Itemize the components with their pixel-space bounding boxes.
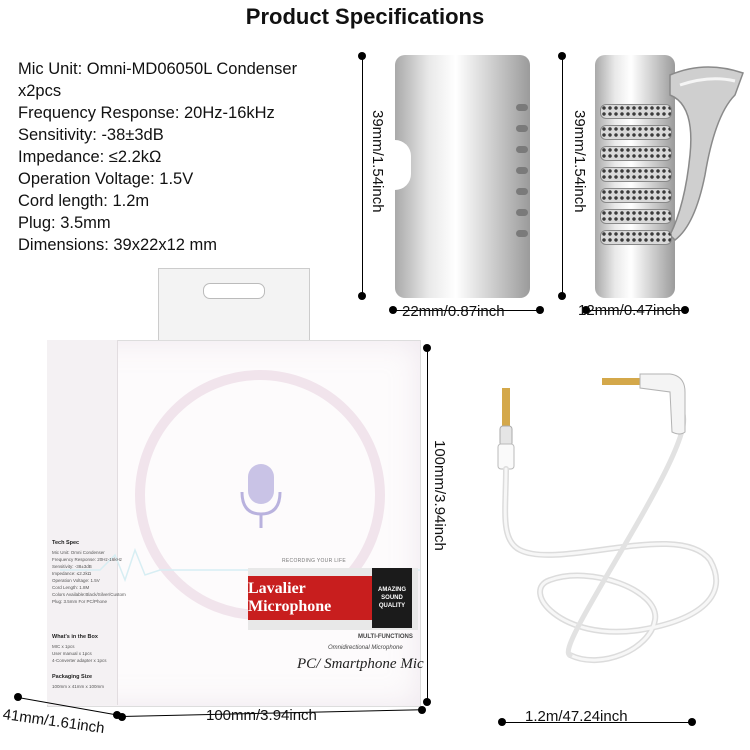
mic-slot [516,104,528,111]
plug-boot [497,443,515,470]
microphone-icon [240,464,282,528]
mic-side-width-label: 12mm/0.47inch [578,302,681,319]
dimension-line [502,722,692,723]
angled-plug-tip [602,378,644,385]
cable-length-label: 1.2m/47.24inch [525,708,628,725]
side-in-box-line: MIC x 1pcs [52,644,75,649]
mic-grille [600,104,672,119]
dimension-dot [113,711,121,719]
dimension-line [427,348,428,702]
mic-grille [600,167,672,182]
mic-slot [516,125,528,132]
mic-front-notch [395,140,411,190]
spec-line: Cord length: 1.2m [18,192,150,210]
mic-grille [600,146,672,161]
side-tech-spec-line: Sensitivity: -38±3dB [52,564,92,569]
dimension-dot [558,292,566,300]
spec-line: Operation Voltage: 1.5V [18,170,194,188]
side-tech-spec-line: Plug: 3.5mm For PC/Phone [52,599,108,604]
mic-slot [516,167,528,174]
mic-grille [600,188,672,203]
spec-line: Frequency Response: 20Hz-16kHz [18,104,275,122]
dimension-dot [118,713,126,721]
mic-grille [600,125,672,140]
box-banner-label: Lavalier Microphone [248,576,372,620]
box-width-label: 100mm/3.94inch [206,707,317,724]
dimension-line [586,310,685,311]
spec-line: Plug: 3.5mm [18,214,111,232]
side-tech-spec-line: Mic Unit: Omni Condenser [52,550,105,555]
dimension-dot [418,706,426,714]
box-hanger-tab [158,268,310,347]
side-in-box-line: User manual x 1pcs [52,651,92,656]
dimension-dot [681,306,689,314]
box-quality-badge: AMAZING SOUND QUALITY [372,568,412,628]
dimension-line [393,310,540,311]
box-omni-text: Omnidirectional Microphone [328,645,403,651]
spec-list: Mic Unit: Omni-MD06050L Condenser x2pcs … [18,58,297,256]
dimension-dot [423,698,431,706]
spec-line: Impedance: ≤2.2kΩ [18,148,162,166]
side-tech-spec-line: Impedance: ≤2.2kΩ [52,571,92,576]
cable-cord-highlight [503,467,718,662]
angled-plug-housing [639,373,686,435]
side-tech-spec-title: Tech Spec [52,540,80,546]
spec-line: Dimensions: 39x22x12 mm [18,236,217,254]
dimension-dot [688,718,696,726]
spec-line: Mic Unit: Omni-MD06050L Condenser [18,60,298,78]
mic-slot [516,146,528,153]
page-title: Product Specifications [245,4,485,29]
mic-slot [516,188,528,195]
mic-slot [516,230,528,237]
cable-graphic [497,373,719,663]
plug-housing [499,425,513,447]
side-in-box-line: 4-Converter adapter x 1pcs [52,658,107,663]
mic-grille [600,209,672,224]
dimension-line [362,56,363,296]
mic-side-height-label: 39mm/1.54inch [571,110,588,213]
side-packaging-line: 100mm x 41mm x 100mm [52,684,105,689]
side-packaging-title: Packaging Size [52,674,93,680]
mic-grille [600,230,672,245]
dimension-dot [358,292,366,300]
mic-front-height-label: 39mm/1.54inch [369,110,386,213]
mic-front-width-label: 22mm/0.87inch [402,303,505,320]
side-tech-spec-line: Frequency Response: 20Hz-16kHz [52,557,123,562]
dimension-dot [14,693,22,701]
box-height-label: 100mm/3.94inch [431,440,448,551]
box-pc-mic-text: PC/ Smartphone Mic [297,656,424,672]
side-tech-spec-line: Colors Available:Black/Silver/Custom [52,592,126,597]
mic-front-body [395,55,530,298]
cable-lead [565,407,687,658]
clip-icon [669,66,744,241]
box-tagline: RECORDING YOUR LIFE [282,558,346,564]
spec-line: Sensitivity: -38±3dB [18,126,164,144]
dimension-dot [536,306,544,314]
spec-line: x2pcs [18,82,62,100]
box-multi-functions: MULTI-FUNCTIONS [358,634,413,640]
mic-slot [516,209,528,216]
side-tech-spec-line: Cord Length: 1.8M [52,585,90,590]
plug-tip [502,388,510,428]
box-side-panel [47,340,118,705]
side-tech-spec-line: Operation Voltage: 1.5V [52,578,100,583]
box-hanger-hole [203,283,265,299]
dimension-line [562,56,563,296]
side-in-box-title: What's in the Box [52,634,98,640]
waveform-line [60,547,420,583]
